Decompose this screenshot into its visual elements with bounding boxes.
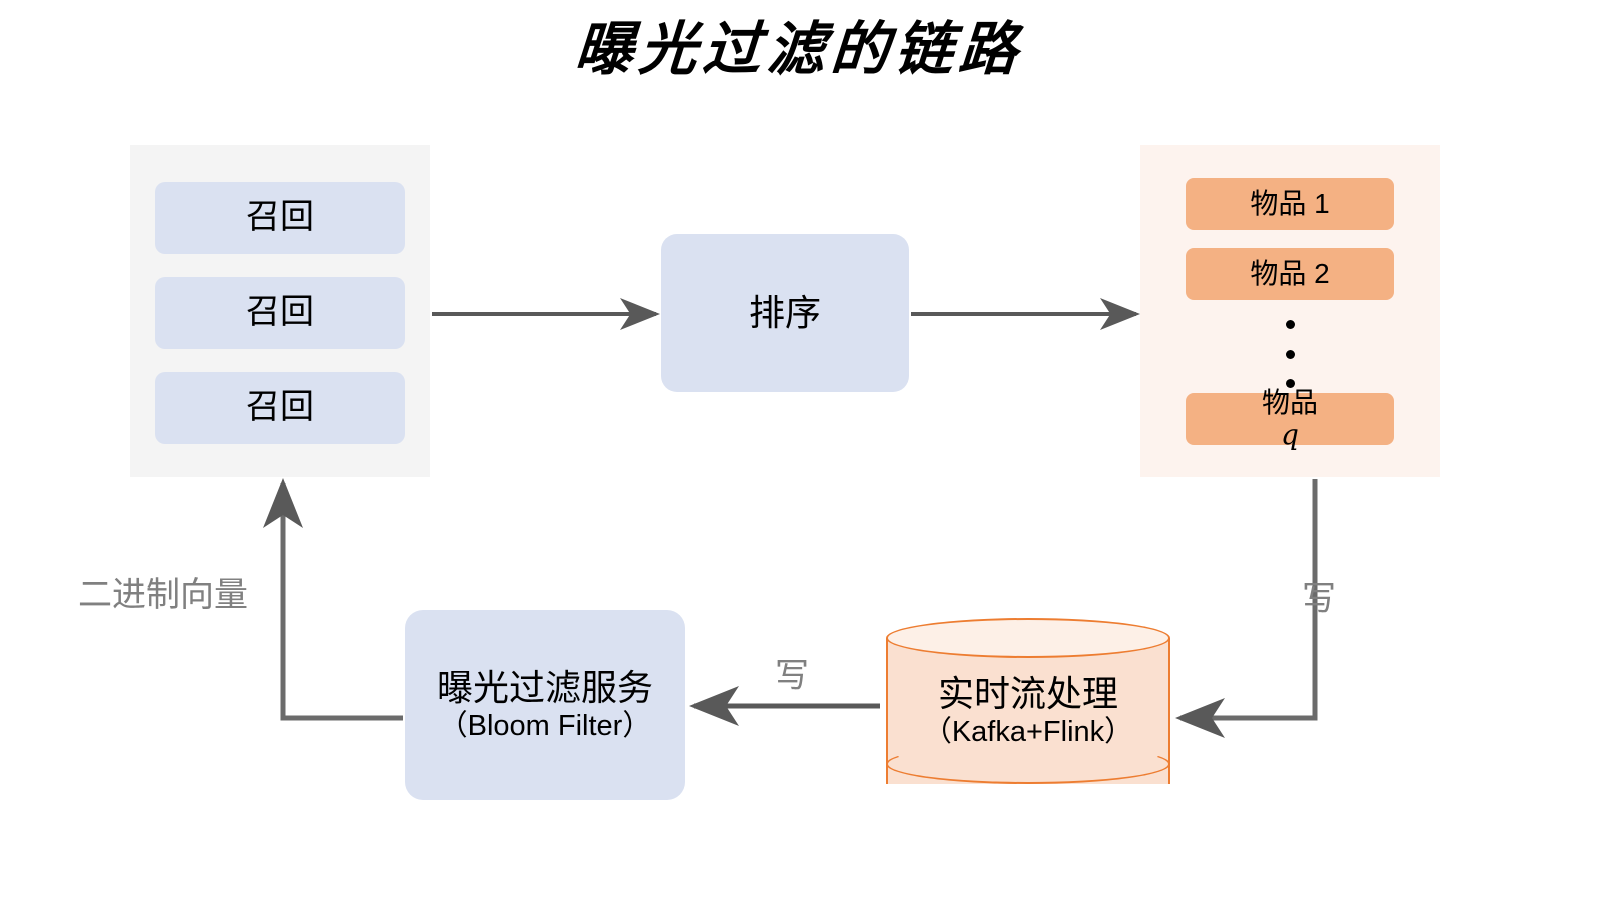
- rank-box[interactable]: 排序: [661, 234, 909, 392]
- rank-box-label: 排序: [748, 292, 821, 334]
- item-box-2-label: 物品 2: [1250, 257, 1330, 289]
- arrow-bloom-to-recall: [263, 478, 403, 721]
- stream-processing-cylinder[interactable]: 实时流处理 （Kafka+Flink）: [886, 618, 1170, 804]
- recall-box-2[interactable]: 召回: [155, 277, 405, 349]
- stream-processing-title: 实时流处理: [937, 672, 1118, 714]
- recall-box-1[interactable]: 召回: [155, 182, 405, 254]
- arrow-items-to-stream: [1175, 479, 1318, 738]
- recall-box-1-label: 召回: [246, 198, 314, 237]
- stream-processing-subtitle: （Kafka+Flink）: [922, 716, 1134, 749]
- ellipsis-dot-3: [1285, 379, 1295, 388]
- edge-label-write-items-to-stream: 写: [1302, 580, 1336, 618]
- bloom-filter-service-title: 曝光过滤服务: [436, 666, 653, 708]
- bloom-filter-service-box[interactable]: 曝光过滤服务 （Bloom Filter）: [405, 610, 685, 800]
- item-box-q-index: q: [1281, 418, 1299, 451]
- item-box-1[interactable]: 物品 1: [1186, 178, 1394, 230]
- item-box-1-label: 物品 1: [1250, 187, 1330, 219]
- items-vertical-ellipsis-icon: [1276, 320, 1304, 388]
- edge-label-write-stream-to-bloom: 写: [775, 657, 809, 695]
- page-title: 曝光过滤的链路: [572, 15, 1026, 83]
- item-box-q[interactable]: 物品 q: [1186, 387, 1394, 451]
- cylinder-top-ellipse: [886, 618, 1170, 658]
- bloom-filter-service-subtitle: （Bloom Filter）: [438, 710, 652, 743]
- item-box-q-prefix: 物品: [1261, 386, 1318, 418]
- recall-box-3[interactable]: 召回: [155, 372, 405, 444]
- item-box-2[interactable]: 物品 2: [1186, 248, 1394, 300]
- recall-box-3-label: 召回: [246, 388, 314, 427]
- edge-label-binary-vector: 二进制向量: [78, 576, 248, 614]
- ellipsis-dot-2: [1285, 349, 1295, 359]
- ellipsis-dot-1: [1285, 320, 1295, 329]
- cylinder-label-group: 实时流处理 （Kafka+Flink）: [886, 618, 1170, 804]
- recall-box-2-label: 召回: [246, 293, 314, 332]
- cylinder-bottom-ellipse: [886, 744, 1170, 784]
